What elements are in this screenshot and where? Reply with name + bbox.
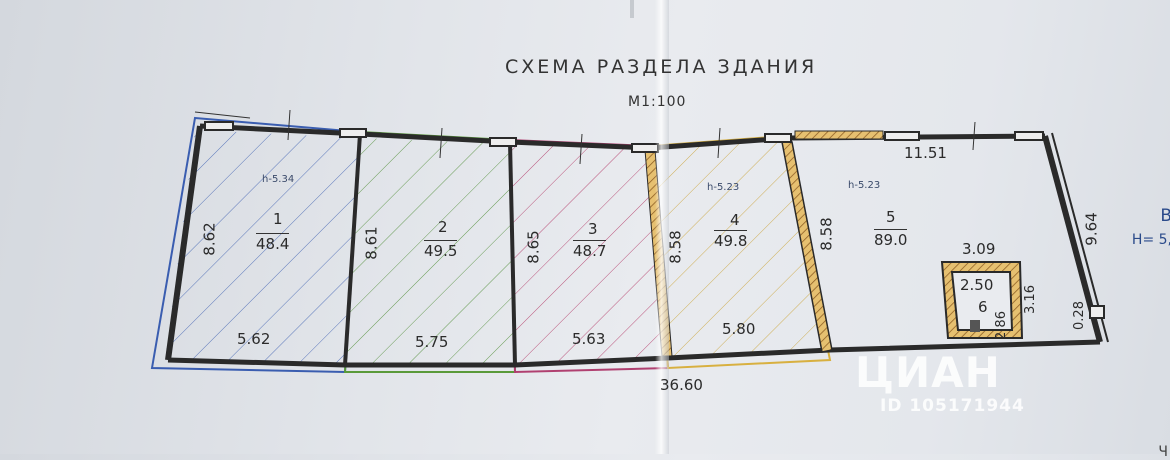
watermark-id: ID 105171944 bbox=[880, 396, 1025, 416]
room-5-height: h-5.23 bbox=[848, 180, 881, 191]
room-4-width: 5.80 bbox=[722, 320, 756, 338]
window-2 bbox=[339, 128, 367, 138]
edge-label: В bbox=[1160, 206, 1170, 226]
room-1-width: 5.62 bbox=[237, 330, 271, 348]
room-6-number: 6 bbox=[978, 298, 988, 316]
room-6-door bbox=[970, 320, 980, 332]
room-4-height: h-5.23 bbox=[707, 182, 740, 193]
right-door bbox=[1089, 305, 1105, 319]
top-wall-hatched bbox=[794, 130, 884, 140]
room-1-area: 48.4 bbox=[256, 233, 290, 253]
room-5-number: 5 bbox=[886, 208, 896, 226]
small-dimension: 0.28 bbox=[1071, 301, 1087, 330]
room-6-outer-width: 3.09 bbox=[962, 240, 996, 258]
window-6 bbox=[884, 131, 920, 141]
room-3-width: 5.63 bbox=[572, 330, 606, 348]
room-3-fill bbox=[510, 144, 668, 365]
room-2-width: 5.75 bbox=[415, 333, 449, 351]
bottom-text: Ч bbox=[1158, 444, 1168, 460]
paper-fold-top bbox=[630, 0, 634, 18]
room-6-inner-width: 2.50 bbox=[960, 276, 994, 294]
watermark-logo: ЦИАН bbox=[855, 348, 1001, 397]
room-2-area: 49.5 bbox=[424, 240, 458, 260]
room-3-number: 3 bbox=[588, 220, 598, 238]
room-4-fill bbox=[650, 140, 828, 358]
plan-scale: М1:100 bbox=[628, 94, 687, 110]
room-1-number: 1 bbox=[273, 210, 283, 228]
room-5-side: 8.58 bbox=[817, 217, 836, 251]
room-5-area: 89.0 bbox=[874, 229, 908, 249]
room-5-right-side: 9.64 bbox=[1082, 212, 1101, 246]
edge-height: Н= 5, bbox=[1131, 232, 1170, 248]
room-1-height: h-5.34 bbox=[262, 174, 295, 185]
window-7 bbox=[1014, 131, 1044, 141]
room-4-number: 4 bbox=[730, 211, 740, 229]
bottom-wall bbox=[167, 339, 1101, 368]
room-6-inner-side: 2.86 bbox=[993, 311, 1009, 340]
window-5 bbox=[764, 133, 792, 143]
plan-title: СХЕМА РАЗДЕЛА ЗДАНИЯ bbox=[505, 56, 818, 78]
paper-fold bbox=[655, 0, 669, 454]
left-wall bbox=[165, 125, 203, 361]
room-6-inner bbox=[950, 271, 1014, 331]
room-2-side: 8.61 bbox=[362, 226, 381, 260]
partition-1-2 bbox=[343, 133, 362, 366]
room-2-number: 2 bbox=[438, 218, 448, 236]
total-length: 36.60 bbox=[660, 376, 703, 394]
window-1 bbox=[204, 121, 234, 131]
room-5-top-width: 11.51 bbox=[904, 144, 947, 162]
partition-2-3 bbox=[508, 141, 517, 366]
room-4-area: 49.8 bbox=[714, 230, 748, 250]
room-3-area: 48.7 bbox=[573, 240, 607, 260]
room-4-side: 8.58 bbox=[666, 230, 685, 264]
room-2-fill bbox=[345, 138, 515, 365]
room-6-outer-side: 3.16 bbox=[1022, 285, 1038, 314]
room-1-fill bbox=[165, 130, 360, 365]
room-1-side: 8.62 bbox=[200, 222, 219, 256]
room-3-side: 8.65 bbox=[524, 230, 543, 264]
window-3 bbox=[489, 137, 517, 147]
